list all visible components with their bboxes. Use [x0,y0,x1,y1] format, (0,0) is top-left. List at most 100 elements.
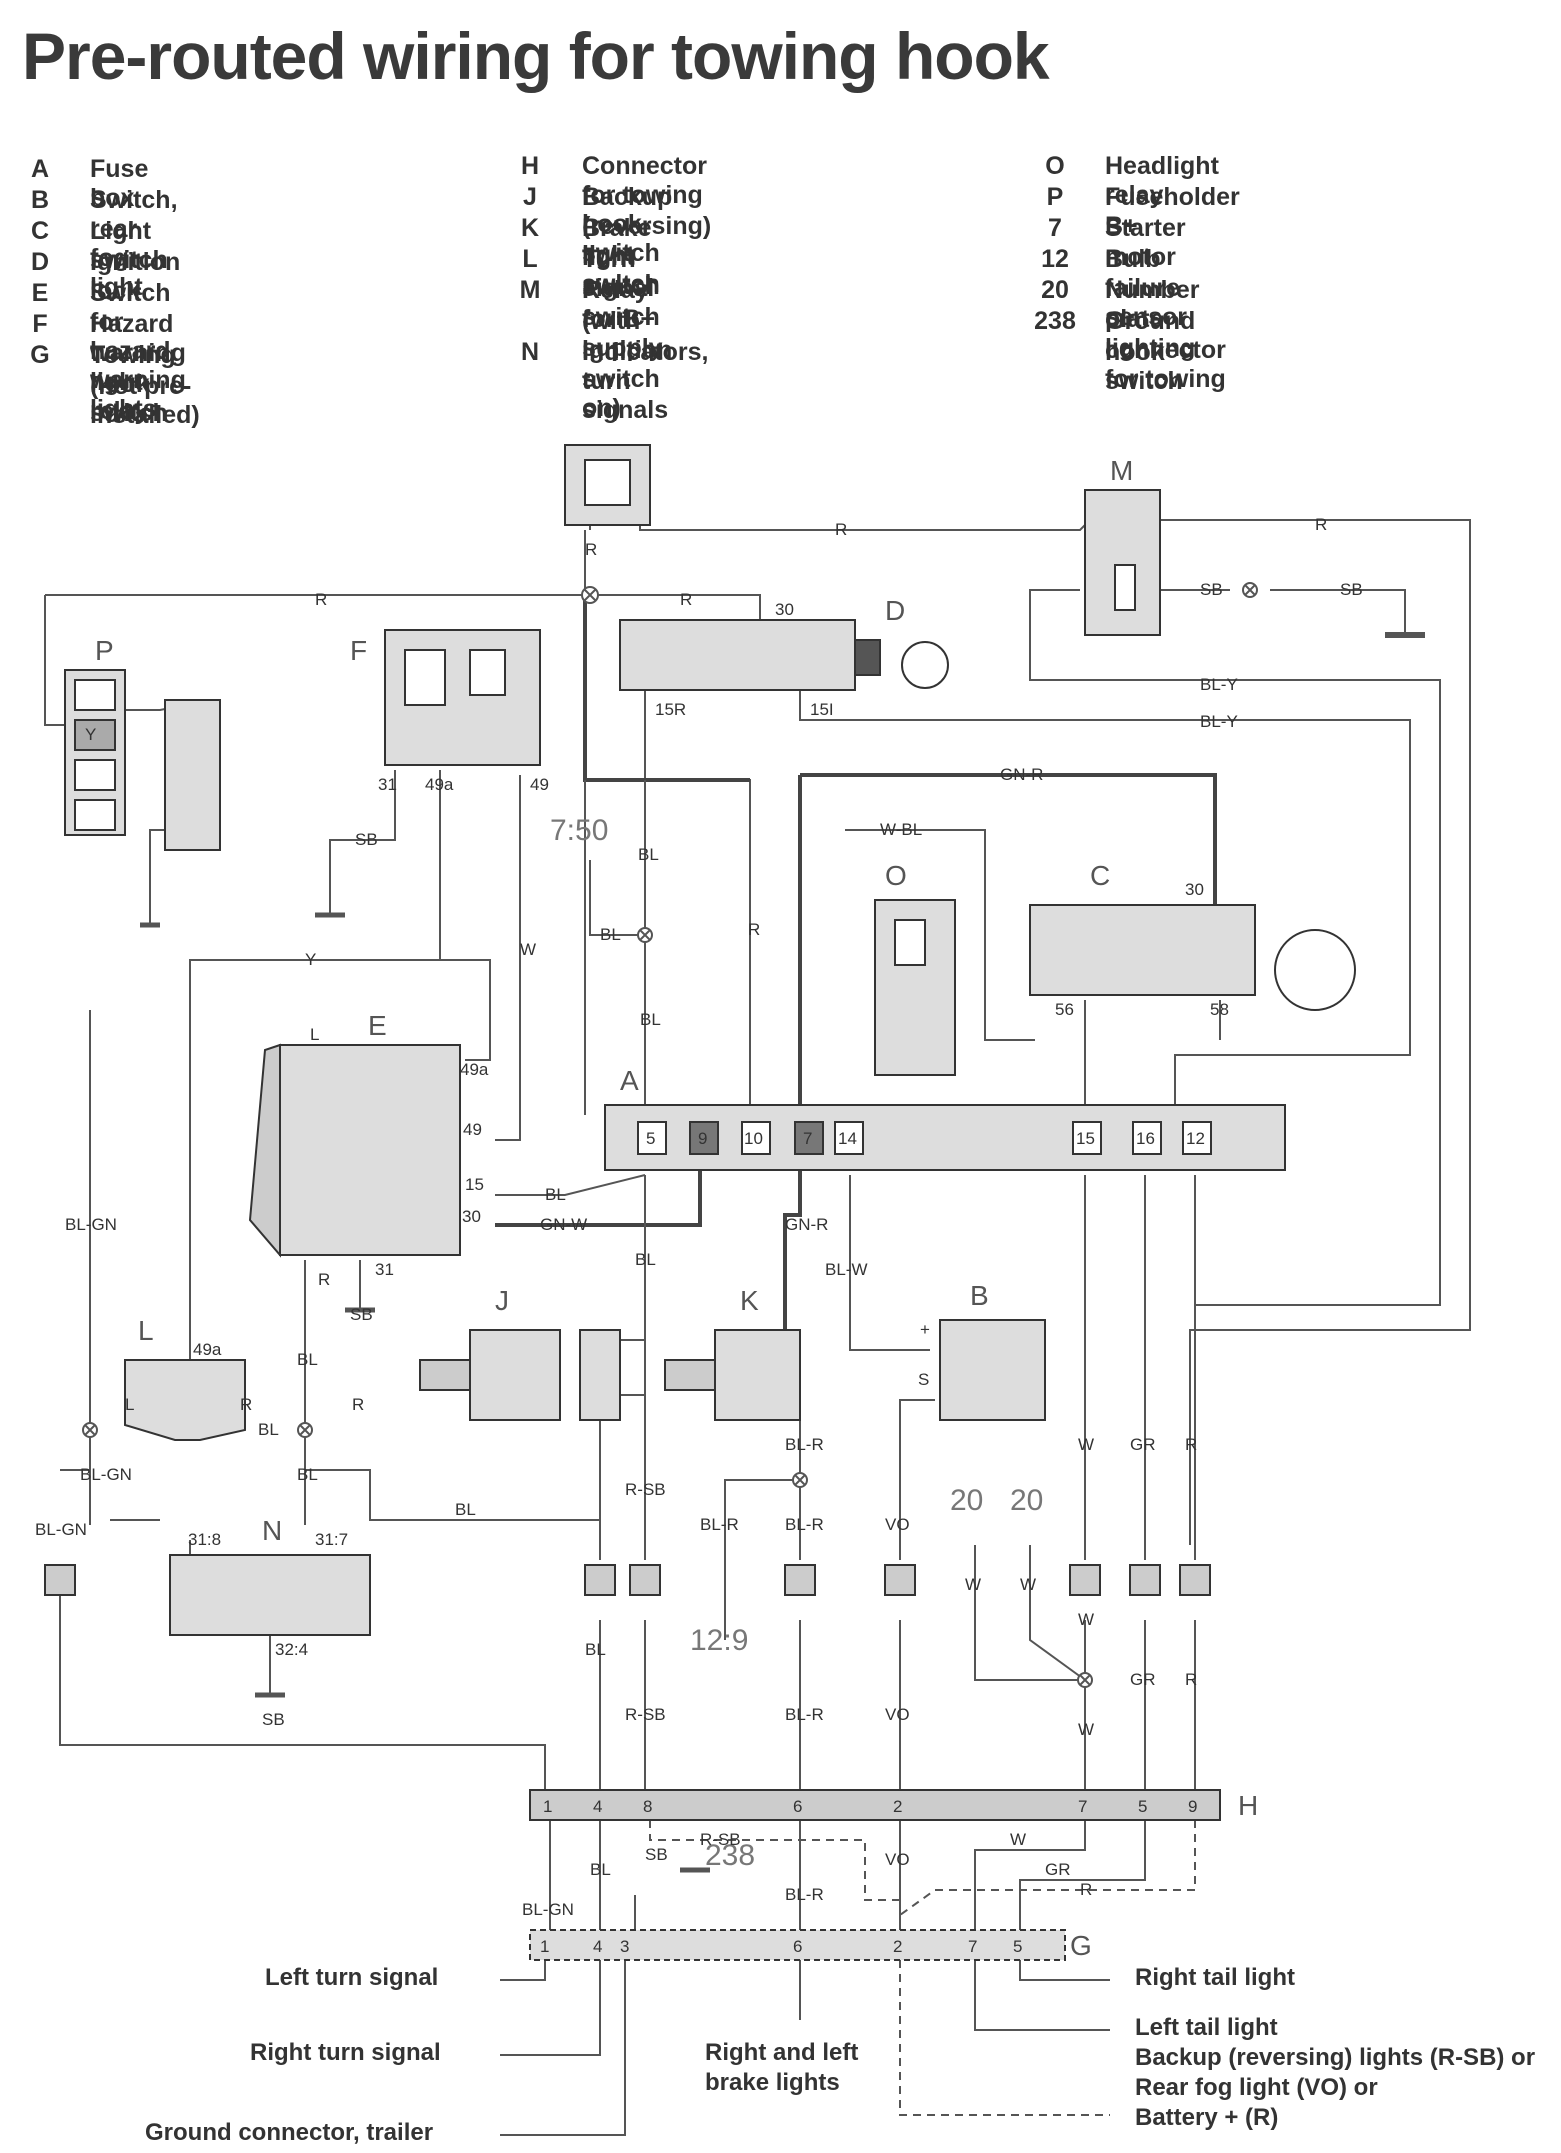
pin-label: 30 [775,600,794,619]
output-right-turn-signal: Right turn signal [250,2039,441,2066]
wire-label-bl: BL [585,1640,606,1659]
pin-label: Y [85,725,96,744]
legend-text: (with ignition switch on) [582,307,673,422]
wire-label-w: W [965,1575,981,1594]
component-label-h: H [1238,1790,1258,1821]
wire-label-bl: BL [297,1465,318,1484]
output-left-turn-signal: Left turn signal [265,1964,438,1991]
reference-12-9: 12:9 [690,1624,748,1657]
legend-key: H [520,152,540,180]
wire-label-gn-r: GN-R [785,1215,828,1234]
output-backup-lights-line2: Rear fog light (VO) or [1135,2074,1378,2101]
legend-text: Light switch [90,217,168,274]
legend-text: Number plate lighting [1105,276,1200,362]
wire-label-r: R [1185,1670,1197,1689]
wire-label-sb: SB [355,830,378,849]
connector-g-pin: 1 [540,1937,549,1956]
wire-label-bl-gn: BL-GN [65,1215,117,1234]
legend-key: K [520,214,540,242]
output-ground-connector-trailer: Ground connector, trailer [145,2119,433,2146]
pin-label: 31 [375,1260,394,1279]
connector-h-pin: 7 [1078,1797,1087,1816]
pin-label: 49 [530,775,549,794]
fuse-number: 15 [1076,1129,1095,1148]
wire-label-vo: VO [885,1515,910,1534]
pin-label: L [125,1395,134,1414]
reference-7-50: 7:50 [550,814,608,847]
pin-label: 30 [1185,880,1204,899]
component-label-o: O [885,860,907,891]
wire-label-r: R [748,920,760,939]
component-label-b: B [970,1280,989,1311]
legend-key: M [519,276,541,304]
wire-label-bl-gn: BL-GN [35,1520,87,1539]
component-label-f: F [350,635,367,666]
legend-text: Brake light switch [582,214,660,300]
connector-h-pin: 1 [543,1797,552,1816]
wire-label-r: R [315,590,327,609]
wire-label-bl-r: BL-R [700,1515,739,1534]
fuse-number: 5 [646,1129,655,1148]
legend-text: Starter motor [1105,214,1186,271]
connector-g-pin: 5 [1013,1937,1022,1956]
legend-key: 7 [1048,214,1062,242]
wire-label-w: W [1078,1435,1094,1454]
wire-label-bl-r: BL-R [785,1885,824,1904]
connector-h-pin: 4 [593,1797,602,1816]
wire-label-bl-w: BL-W [825,1260,868,1279]
component-label-k: K [740,1285,759,1316]
legend-text: Towing hook switch [90,341,176,427]
component-label-j: J [495,1285,509,1316]
wire-label-sb: SB [262,1710,285,1729]
wire-label-gr: GR [1045,1860,1071,1879]
connector-h-pin: 5 [1138,1797,1147,1816]
legend-text: Bulb failure sensor [1105,245,1187,331]
legend-key: C [30,217,50,245]
reference-20-a: 20 [950,1484,983,1517]
legend-key: 238 [1034,307,1076,335]
wire-label-bl: BL [640,1010,661,1029]
legend-text: Indicators, turn signals [582,338,709,424]
wire-label-r: R [318,1270,330,1289]
connector-h-pin: 9 [1188,1797,1197,1816]
wire-label-w: W [1020,1575,1036,1594]
legend-text: Hazard warning light relay [90,310,186,425]
wire-label-w: W [1010,1830,1026,1849]
pin-label: 31 [378,775,397,794]
connector-h-pin: 2 [893,1797,902,1816]
legend-text: Fuseholder B+ [1105,183,1240,240]
component-label-l: L [138,1315,154,1346]
wire-label-r: R [835,520,847,539]
legend-key: A [30,155,50,183]
wire-label-bl-y: BL-Y [1200,675,1238,694]
wire-label-bl-r: BL-R [785,1435,824,1454]
wire-label-gn-r: GN-R [1000,765,1043,784]
output-brake-lights-line2: brake lights [705,2069,840,2096]
component-label-n: N [262,1515,282,1546]
pin-label: 49a [193,1340,222,1359]
connector-h-pin: 8 [643,1797,652,1816]
pin-label: L [310,1025,319,1044]
pin-label: 15 [465,1175,484,1194]
fuse-number: 12 [1186,1129,1205,1148]
pin-label: R [352,1395,364,1414]
pin-label: 30 [462,1207,481,1226]
legend-key: O [1045,152,1065,180]
connector-h-pin: 6 [793,1797,802,1816]
legend-key: L [522,245,538,273]
wire-label-bl: BL [600,925,621,944]
legend-text: Ignition lock [90,248,181,305]
wire-label-gr: GR [1130,1435,1156,1454]
wire-label-w: W [1078,1720,1094,1739]
wire-label-bl: BL [638,845,659,864]
legend-text: Backup (reversing) light switch [582,183,712,298]
legend-key: P [1046,183,1064,211]
wire-label-bl-gn: BL-GN [80,1465,132,1484]
output-backup-lights-line1: Backup (reversing) lights (R-SB) or [1135,2044,1535,2071]
wire-label-bl-r: BL-R [785,1705,824,1724]
pin-label: 49a [460,1060,489,1079]
wire-label-bl-gn: BL-GN [522,1900,574,1919]
wire-label-w: W [520,940,536,959]
wire-label-bl-r: BL-R [785,1515,824,1534]
wire-label-bl: BL [635,1250,656,1269]
